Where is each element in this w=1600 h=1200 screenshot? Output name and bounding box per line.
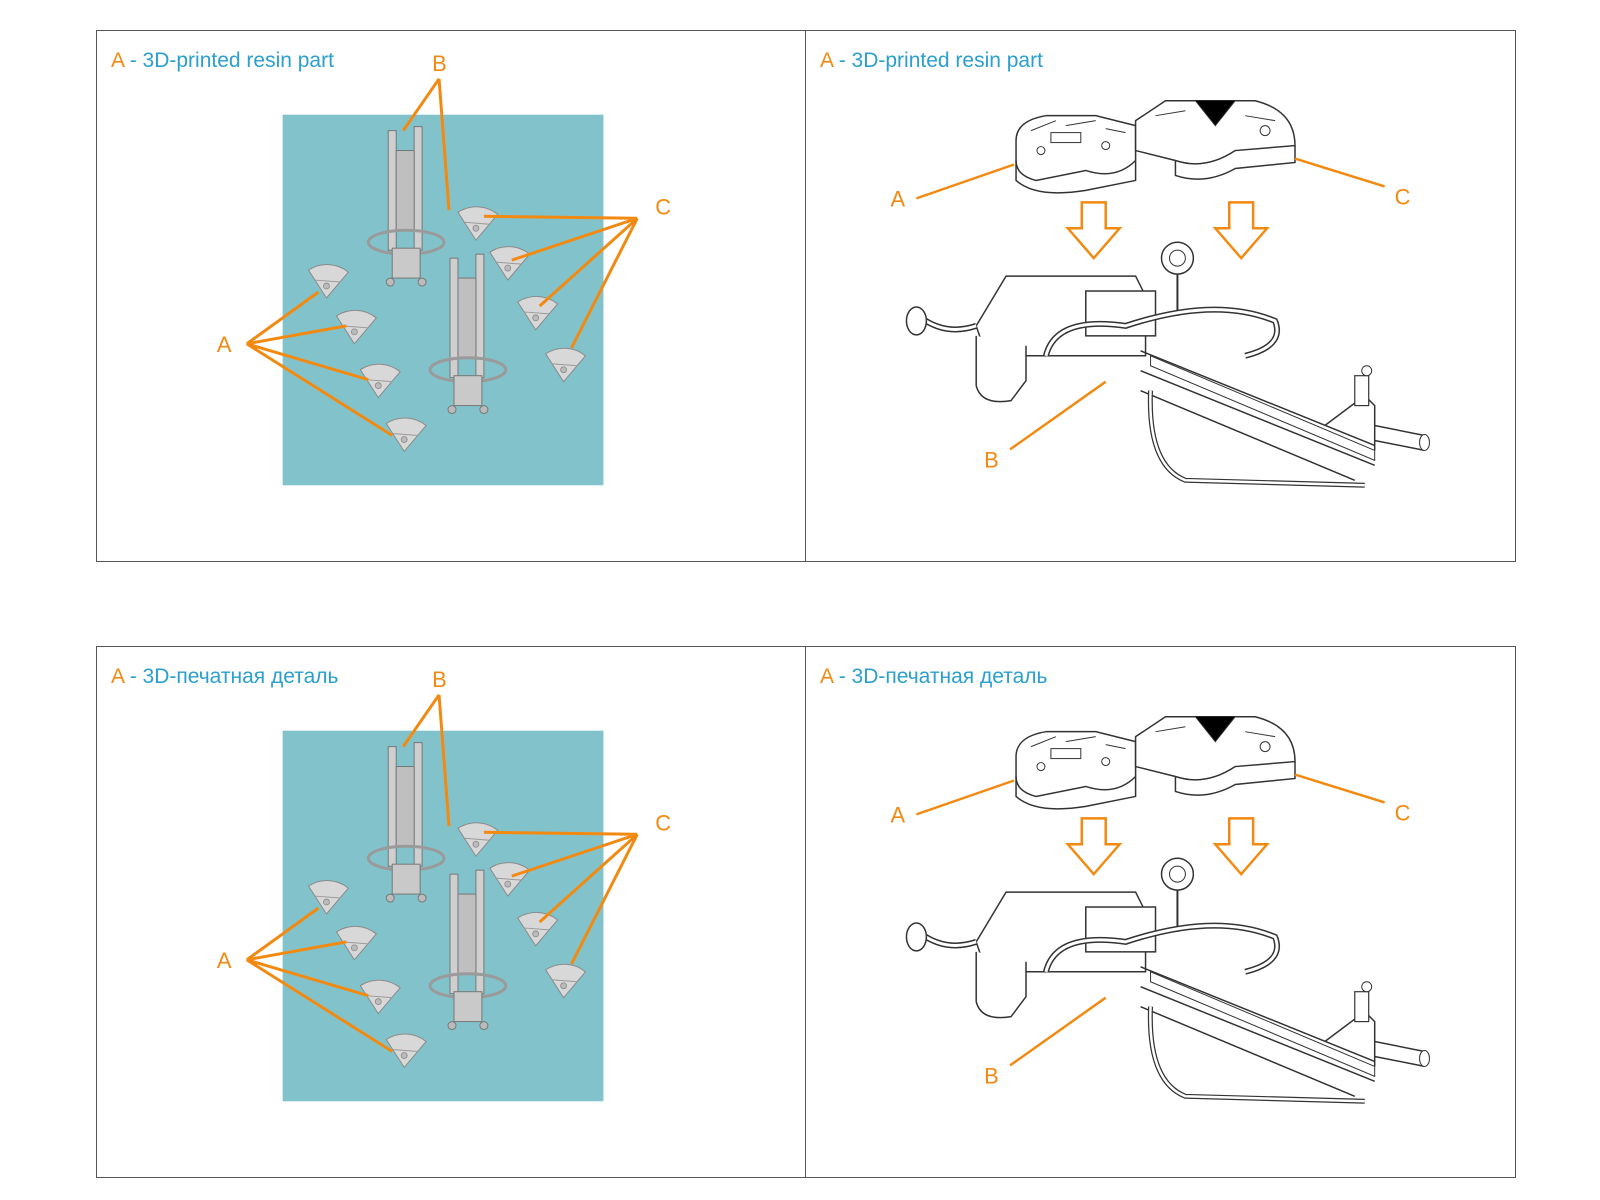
resin-parts-photo [282, 730, 604, 1102]
callout-b: B [432, 51, 447, 76]
callout-c: C [1395, 800, 1411, 825]
down-arrow-2 [1214, 817, 1269, 876]
sight-housing-c [1134, 99, 1296, 180]
leader-lines [245, 693, 639, 1053]
resin-parts-photo [282, 114, 604, 486]
assembly-drawing: A C B [891, 99, 1515, 561]
legend: A - 3D-печатная деталь [111, 665, 338, 689]
parts-photo-drawing: A B C [217, 51, 671, 486]
leader-lines [916, 157, 1386, 451]
parts-photo-panel: A - 3D-printed resin part A B C [97, 31, 806, 561]
callout-b: B [432, 667, 447, 692]
legend-letter: A [820, 49, 833, 72]
legend-text: - 3D-печатная деталь [123, 665, 339, 688]
russian-panel-row: A - 3D-печатная деталь A B C A - [96, 646, 1516, 1178]
legend-text: - 3D-printed resin part [123, 49, 334, 72]
callout-c: C [655, 810, 671, 835]
assembly-drawing: A C B [891, 715, 1515, 1177]
down-arrow-1 [1066, 817, 1121, 876]
sight-housing-c [1134, 715, 1296, 796]
assembly-panel: A - 3D-printed resin part A C B [806, 31, 1515, 561]
parts-photo-drawing: A B C [217, 667, 671, 1102]
legend: A - 3D-печатная деталь [820, 665, 1047, 689]
down-arrow-2 [1214, 201, 1269, 260]
legend: A - 3D-printed resin part [820, 49, 1043, 73]
legend-letter: A [111, 665, 124, 688]
legend-text: - 3D-printed resin part [832, 49, 1043, 72]
english-panel-row: A - 3D-printed resin part A B C [96, 30, 1516, 562]
leader-lines [245, 77, 639, 437]
legend-letter: A [111, 49, 124, 72]
legend-text: - 3D-печатная деталь [832, 665, 1048, 688]
parts-photo-panel: A - 3D-печатная деталь A B C [97, 647, 806, 1177]
callout-a: A [891, 186, 906, 211]
legend-letter: A [820, 665, 833, 688]
callout-a: A [891, 802, 906, 827]
assembly-panel: A - 3D-печатная деталь A C B [806, 647, 1515, 1177]
callout-b: B [984, 447, 999, 472]
sight-housing-a [1015, 730, 1137, 810]
leader-lines [916, 773, 1386, 1067]
callout-a: A [217, 332, 232, 357]
callout-c: C [655, 194, 671, 219]
callout-c: C [1395, 184, 1411, 209]
callout-b: B [984, 1063, 999, 1088]
sight-housing-a [1015, 114, 1137, 194]
down-arrow-1 [1066, 201, 1121, 260]
legend: A - 3D-printed resin part [111, 49, 334, 73]
callout-a: A [217, 948, 232, 973]
